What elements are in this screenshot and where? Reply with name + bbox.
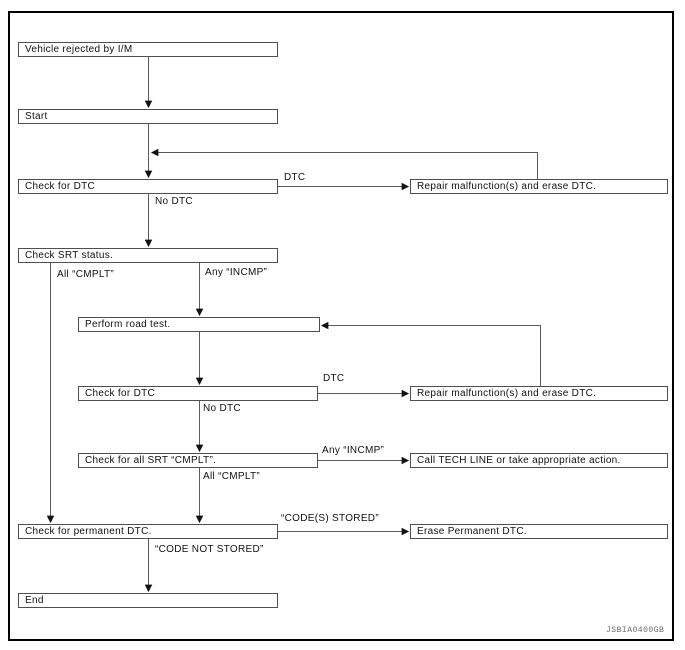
flow-node-start: Start [18, 109, 278, 124]
flow-node-repair-erase-1: Repair malfunction(s) and erase DTC. [410, 179, 668, 194]
flow-node-end: End [18, 593, 278, 608]
flow-node-perform-road-test: Perform road test. [78, 317, 320, 332]
edge-label-all-cmplt-2: All “CMPLT” [203, 471, 261, 482]
figure-code: JSBIA0400GB [606, 626, 665, 635]
flow-node-vehicle-rejected: Vehicle rejected by I/M [18, 42, 278, 57]
edge-label-any-incmp-2: Any “INCMP” [322, 445, 385, 456]
flow-node-check-dtc-1: Check for DTC [18, 179, 278, 194]
flow-node-repair-erase-2: Repair malfunction(s) and erase DTC. [410, 386, 668, 401]
flow-node-check-dtc-2: Check for DTC [78, 386, 318, 401]
flow-node-check-permanent-dtc: Check for permanent DTC. [18, 524, 278, 539]
edge-label-dtc-2: DTC [323, 373, 345, 384]
edge-label-any-incmp-1: Any “INCMP” [205, 267, 268, 278]
edge-label-code-not-stored: “CODE NOT STORED” [155, 544, 264, 555]
edge-label-codes-stored: “CODE(S) STORED” [281, 513, 379, 524]
flow-node-check-all-srt-cmplt: Check for all SRT “CMPLT”. [78, 453, 318, 468]
edge-label-all-cmplt-1: All “CMPLT” [57, 269, 115, 280]
flow-node-call-tech-line: Call TECH LINE or take appropriate actio… [410, 453, 668, 468]
edge-label-dtc-1: DTC [284, 172, 306, 183]
edge-label-no-dtc-1: No DTC [155, 196, 193, 207]
flow-node-check-srt-status: Check SRT status. [18, 248, 278, 263]
edge-label-no-dtc-2: No DTC [203, 403, 241, 414]
flow-node-erase-permanent-dtc: Erase Permanent DTC. [410, 524, 668, 539]
